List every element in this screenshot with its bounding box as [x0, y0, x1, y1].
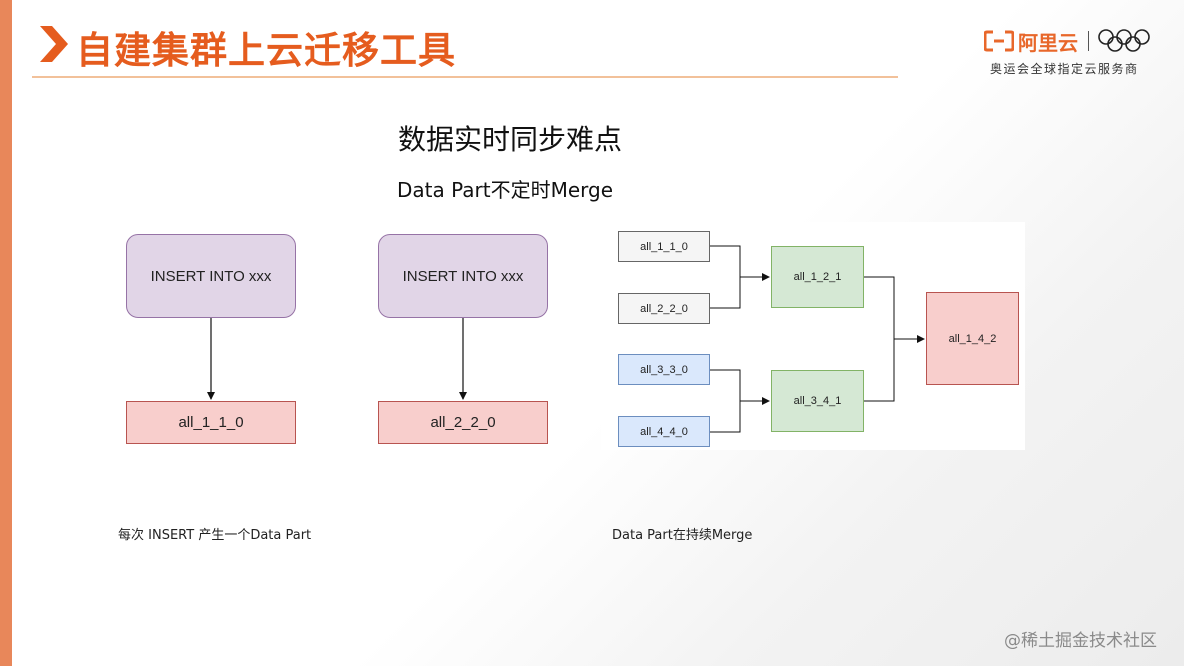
aliyun-logo-icon: [984, 30, 1014, 52]
brand-name: 阿里云: [1018, 30, 1078, 55]
title-divider: [32, 76, 898, 78]
insert-node-2: INSERT INTO xxx: [378, 234, 548, 318]
merge-part-node-2: all_2_2_0: [618, 293, 710, 324]
olympic-rings-icon: [1098, 29, 1150, 52]
final-merged-part-node: all_1_4_2: [926, 292, 1019, 385]
slide-title: 自建集群上云迁移工具: [76, 29, 456, 72]
data-part-node-2: all_2_2_0: [378, 401, 548, 444]
data-part-node-1: all_1_1_0: [126, 401, 296, 444]
logo-divider: [1088, 31, 1089, 51]
section-heading: 数据实时同步难点: [398, 123, 623, 156]
brand-tagline: 奥运会全球指定云服务商: [990, 62, 1139, 76]
brand-logo: 阿里云: [984, 28, 1151, 55]
accent-bar: [0, 0, 12, 666]
chevron-right-icon: [40, 26, 68, 62]
merge-part-node-4: all_4_4_0: [618, 416, 710, 447]
merge-caption: Data Part在持续Merge: [612, 528, 753, 543]
section-subheading: Data Part不定时Merge: [397, 178, 614, 202]
watermark-text: @稀土掘金技术社区: [1004, 631, 1157, 651]
merge-part-node-1: all_1_1_0: [618, 231, 710, 262]
merged-part-node-1: all_1_2_1: [771, 246, 864, 308]
insert-caption: 每次 INSERT 产生一个Data Part: [118, 528, 312, 543]
merged-part-node-2: all_3_4_1: [771, 370, 864, 432]
merge-part-node-3: all_3_3_0: [618, 354, 710, 385]
insert-node-1: INSERT INTO xxx: [126, 234, 296, 318]
